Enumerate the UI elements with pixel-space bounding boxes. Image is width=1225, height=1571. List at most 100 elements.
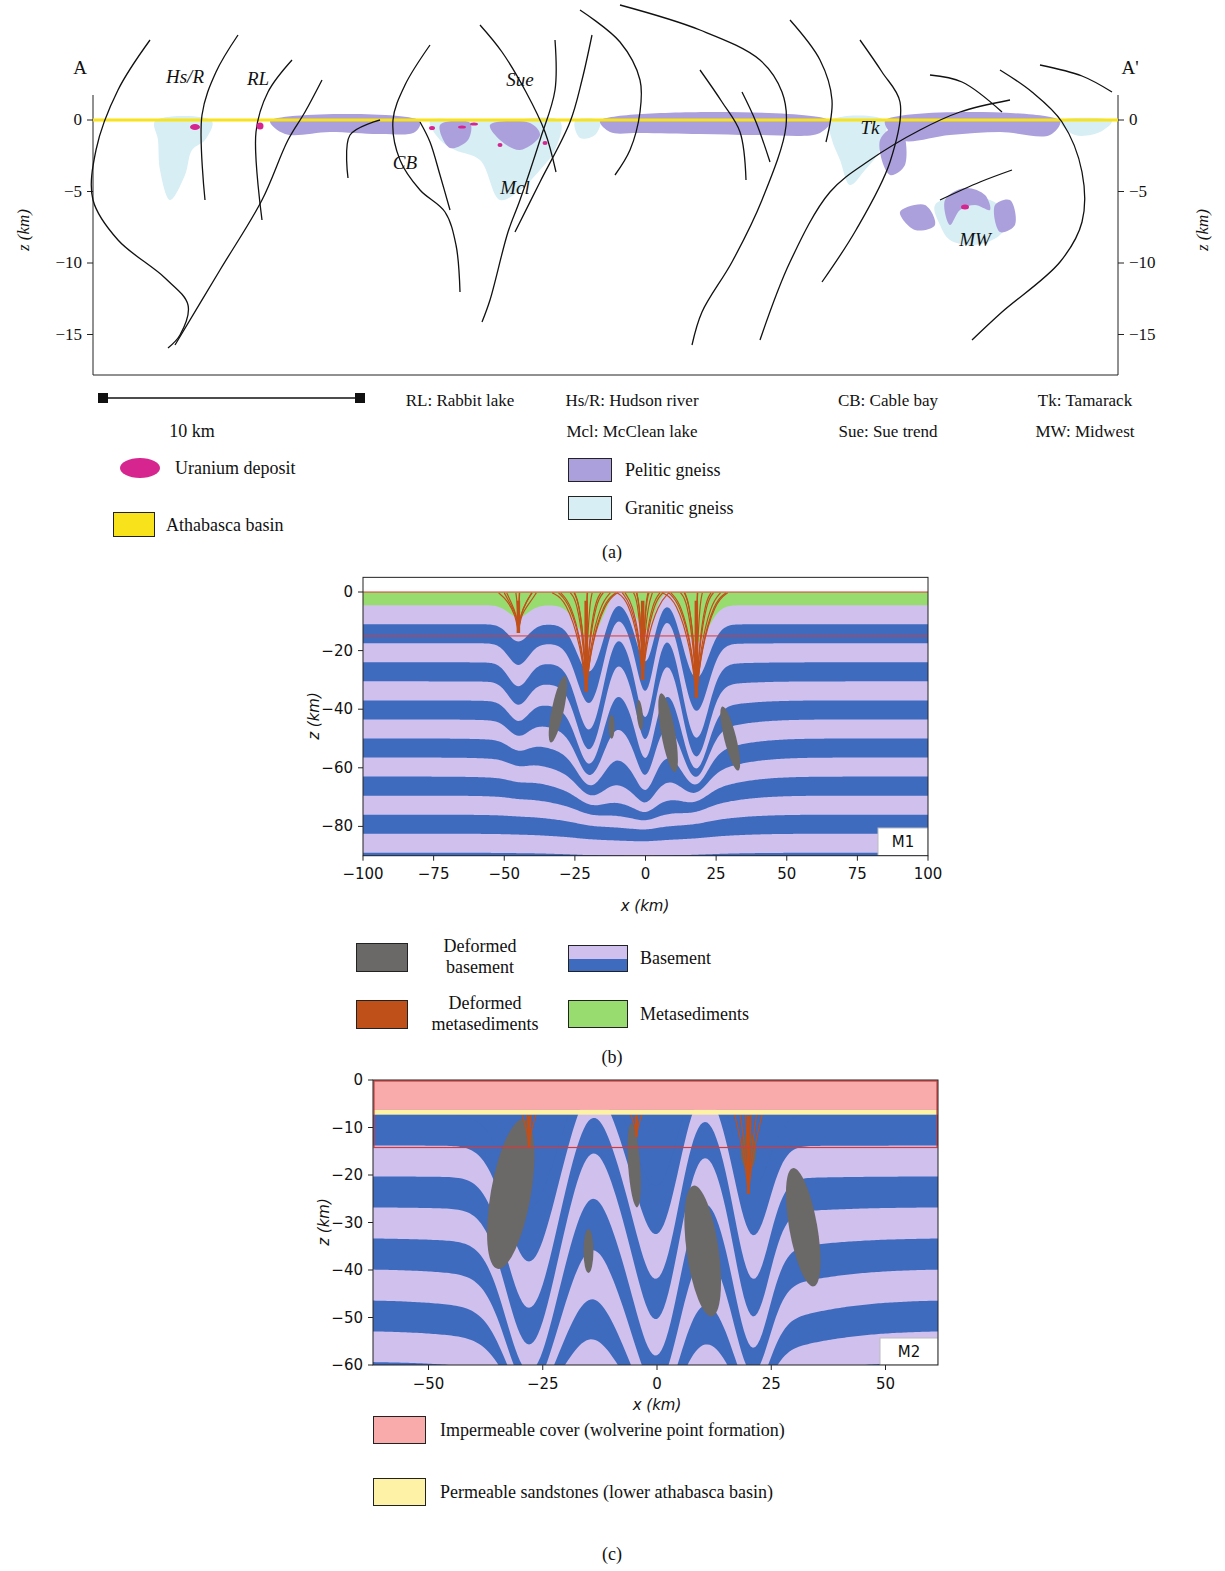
legend-text: Impermeable cover (wolverine point forma… <box>440 1420 785 1441</box>
legend-swatch <box>568 496 612 520</box>
legend-swatch <box>120 458 160 478</box>
figure-part <box>93 119 1118 122</box>
fault-line <box>347 120 380 178</box>
figure-part <box>363 856 364 861</box>
figure-label: A' <box>1121 58 1138 79</box>
deformed-metasediments <box>696 593 727 698</box>
figure-label: −60 <box>321 760 353 777</box>
uranium-deposit <box>470 122 478 125</box>
deformed-metasediments <box>518 593 520 633</box>
figure-part <box>363 635 928 636</box>
fault-line <box>175 80 322 345</box>
figure-part <box>1118 120 1124 121</box>
figure-label: 25 <box>707 866 726 883</box>
figure-label: (b) <box>602 1048 623 1068</box>
fault-line <box>480 25 556 172</box>
uranium-deposit <box>190 124 200 130</box>
deformed-metasediments <box>735 1115 749 1194</box>
deformed-basement <box>478 1116 544 1273</box>
figure-label: −60 <box>331 1357 363 1374</box>
figure-part <box>368 1270 373 1271</box>
fault-line <box>930 75 1002 112</box>
deformed-metasediments <box>696 593 698 698</box>
pelitic-gneiss <box>900 204 935 230</box>
deformed-metasediments <box>669 593 697 698</box>
deformed-metasediments <box>518 593 532 633</box>
figure-label: −15 <box>55 325 82 344</box>
basement-band <box>363 666 928 855</box>
figure-part <box>358 709 363 710</box>
basement-band <box>363 739 928 856</box>
deformed-metasediments <box>681 593 697 698</box>
uranium-deposit <box>429 126 435 130</box>
figure-label: Tk: Tamarack <box>1038 392 1132 411</box>
deformed-metasediments <box>662 593 696 698</box>
pelitic-gneiss <box>439 121 471 149</box>
deformed-metasediments <box>552 593 586 692</box>
pelitic-gneiss <box>490 121 540 150</box>
figure-part <box>355 393 365 403</box>
deformed-metasediments <box>574 593 586 692</box>
figure-label: Hs/R <box>166 67 204 88</box>
figure-part <box>87 263 93 264</box>
figure-part <box>928 856 929 861</box>
figure-part <box>878 828 928 856</box>
figure-part <box>368 1175 373 1176</box>
uranium-deposit <box>961 205 969 210</box>
fault-line <box>700 70 746 180</box>
figure-label: 0 <box>74 111 83 130</box>
figure-label: −5 <box>1129 182 1147 201</box>
deformed-metasediments <box>570 593 586 692</box>
deformed-metasediments <box>586 593 617 692</box>
deformed-metasediments <box>518 593 519 633</box>
fault-line <box>972 70 1085 340</box>
basement-band <box>363 641 928 856</box>
deformed-basement <box>583 1229 593 1273</box>
figure-part <box>93 95 1118 375</box>
figure-label: −100 <box>342 866 383 883</box>
legend-text: Basement <box>640 948 711 969</box>
legend-text: Uranium deposit <box>175 458 295 479</box>
permeable-sandstone <box>373 1110 938 1115</box>
figure-label: RL: Rabbit lake <box>406 392 515 411</box>
deformed-metasediments <box>558 593 586 692</box>
figure-part <box>786 856 787 861</box>
legend-swatch <box>568 458 612 482</box>
legend-swatch <box>568 1000 628 1028</box>
figure-part <box>87 120 93 121</box>
cross-section-a <box>87 5 1124 403</box>
figure-label: 0 <box>652 1376 662 1393</box>
deformed-metasediments <box>641 601 645 680</box>
uranium-deposit <box>458 125 466 128</box>
figure-label: −80 <box>321 818 353 835</box>
fault-line <box>790 20 832 142</box>
deformed-basement <box>609 715 615 739</box>
legend-swatch <box>568 945 628 972</box>
figure-label: −50 <box>331 1309 363 1326</box>
deformed-metasediments <box>671 593 697 698</box>
swatch-lower-band <box>569 959 627 971</box>
figure-label: −25 <box>559 866 591 883</box>
figure-part <box>368 1222 373 1223</box>
figure-part <box>542 1365 543 1370</box>
deformed-metasediments <box>527 1115 529 1147</box>
basement-band <box>373 1331 938 1365</box>
uranium-deposit <box>257 123 264 130</box>
figure-label: 50 <box>876 1376 895 1393</box>
figure-label: −40 <box>321 701 353 718</box>
figure-label: −50 <box>413 1376 445 1393</box>
figure-label: Sue <box>506 70 533 91</box>
deformed-metasediments <box>695 601 699 698</box>
figure-label: −25 <box>527 1376 559 1393</box>
basement-band <box>363 758 928 856</box>
figure-part <box>1118 263 1124 264</box>
figure-label: −10 <box>331 1119 363 1136</box>
figure-label: −10 <box>55 254 82 273</box>
figure-label: x (km) <box>633 1397 682 1414</box>
figure-label: x (km) <box>621 898 670 915</box>
deformed-metasediments <box>746 1115 749 1194</box>
figure-part <box>363 577 928 855</box>
deformed-metasediments <box>748 1115 751 1194</box>
figure-label: z (km) <box>15 209 34 251</box>
